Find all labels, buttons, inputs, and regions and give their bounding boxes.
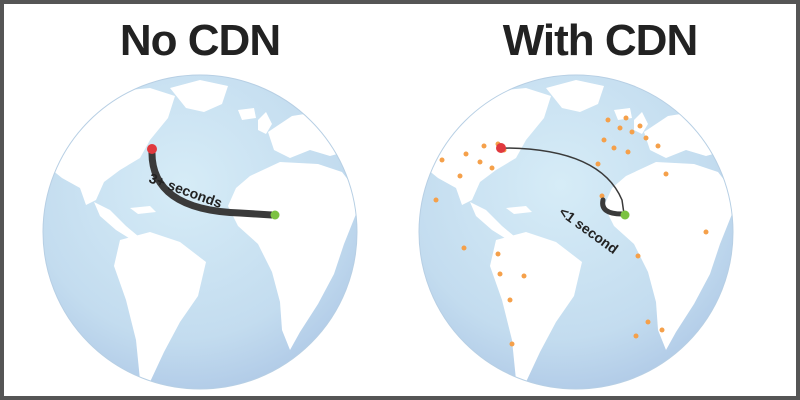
panel-no-cdn: No CDN xyxy=(42,16,358,390)
edge-server-dot xyxy=(635,253,641,259)
edge-server-dot xyxy=(629,129,635,135)
british-isles xyxy=(258,112,272,134)
edge-server-dot xyxy=(663,171,669,177)
panel-with-cdn: With CDN xyxy=(400,0,800,400)
edge-server-dot xyxy=(637,123,643,129)
user-location-marker xyxy=(270,210,280,220)
caribbean xyxy=(506,206,532,214)
origin-path xyxy=(501,147,625,215)
africa xyxy=(604,162,732,350)
africa xyxy=(228,162,356,350)
madagascar xyxy=(722,290,732,322)
edge-server-dot xyxy=(509,341,515,347)
edge-server-dot xyxy=(633,333,639,339)
edge-server-dot xyxy=(481,143,487,149)
edge-server-dot xyxy=(625,149,631,155)
edge-server-dot xyxy=(507,297,513,303)
edge-server-dot xyxy=(439,157,445,163)
edge-server-dot xyxy=(461,245,467,251)
edge-server-dot xyxy=(433,197,439,203)
origin-server-marker xyxy=(147,144,157,154)
origin-server-marker xyxy=(496,143,506,153)
iceland xyxy=(238,108,256,120)
edge-server-dot xyxy=(463,151,469,157)
edge-server-dot xyxy=(497,271,503,277)
south-america xyxy=(114,232,206,382)
edge-server-dot xyxy=(599,193,605,199)
edge-server-dot xyxy=(703,229,709,235)
panel-title: With CDN xyxy=(502,16,698,65)
edge-server-dot xyxy=(489,165,495,171)
greenland xyxy=(170,80,228,112)
madagascar xyxy=(346,290,356,322)
greenland xyxy=(546,80,604,112)
edge-server-dot xyxy=(477,159,483,165)
edge-server-dot xyxy=(601,137,607,143)
globe-with-cdn: <1 second xyxy=(418,74,734,390)
user-location-marker xyxy=(620,210,630,220)
edge-server-dot xyxy=(645,319,651,325)
edge-server-dot xyxy=(655,143,661,149)
edge-server-dot xyxy=(659,327,665,333)
edge-server-dot xyxy=(605,117,611,123)
edge-server-dot xyxy=(611,145,617,151)
central-america xyxy=(470,202,514,240)
edge-server-dot xyxy=(623,115,629,121)
latency-path xyxy=(148,146,276,219)
edge-servers xyxy=(433,115,709,347)
edge-server-dot xyxy=(617,125,623,131)
edge-server-dot xyxy=(595,161,601,167)
central-america xyxy=(94,202,138,240)
edge-server-dot xyxy=(643,135,649,141)
latency-path xyxy=(600,197,625,217)
edge-server-dot xyxy=(495,251,501,257)
caribbean xyxy=(130,206,156,214)
edge-server-dot xyxy=(521,273,527,279)
edge-server-dot xyxy=(457,173,463,179)
british-isles xyxy=(634,112,648,134)
panel-title: No CDN xyxy=(119,16,281,65)
globe-no-cdn: 3+ seconds xyxy=(42,74,358,390)
